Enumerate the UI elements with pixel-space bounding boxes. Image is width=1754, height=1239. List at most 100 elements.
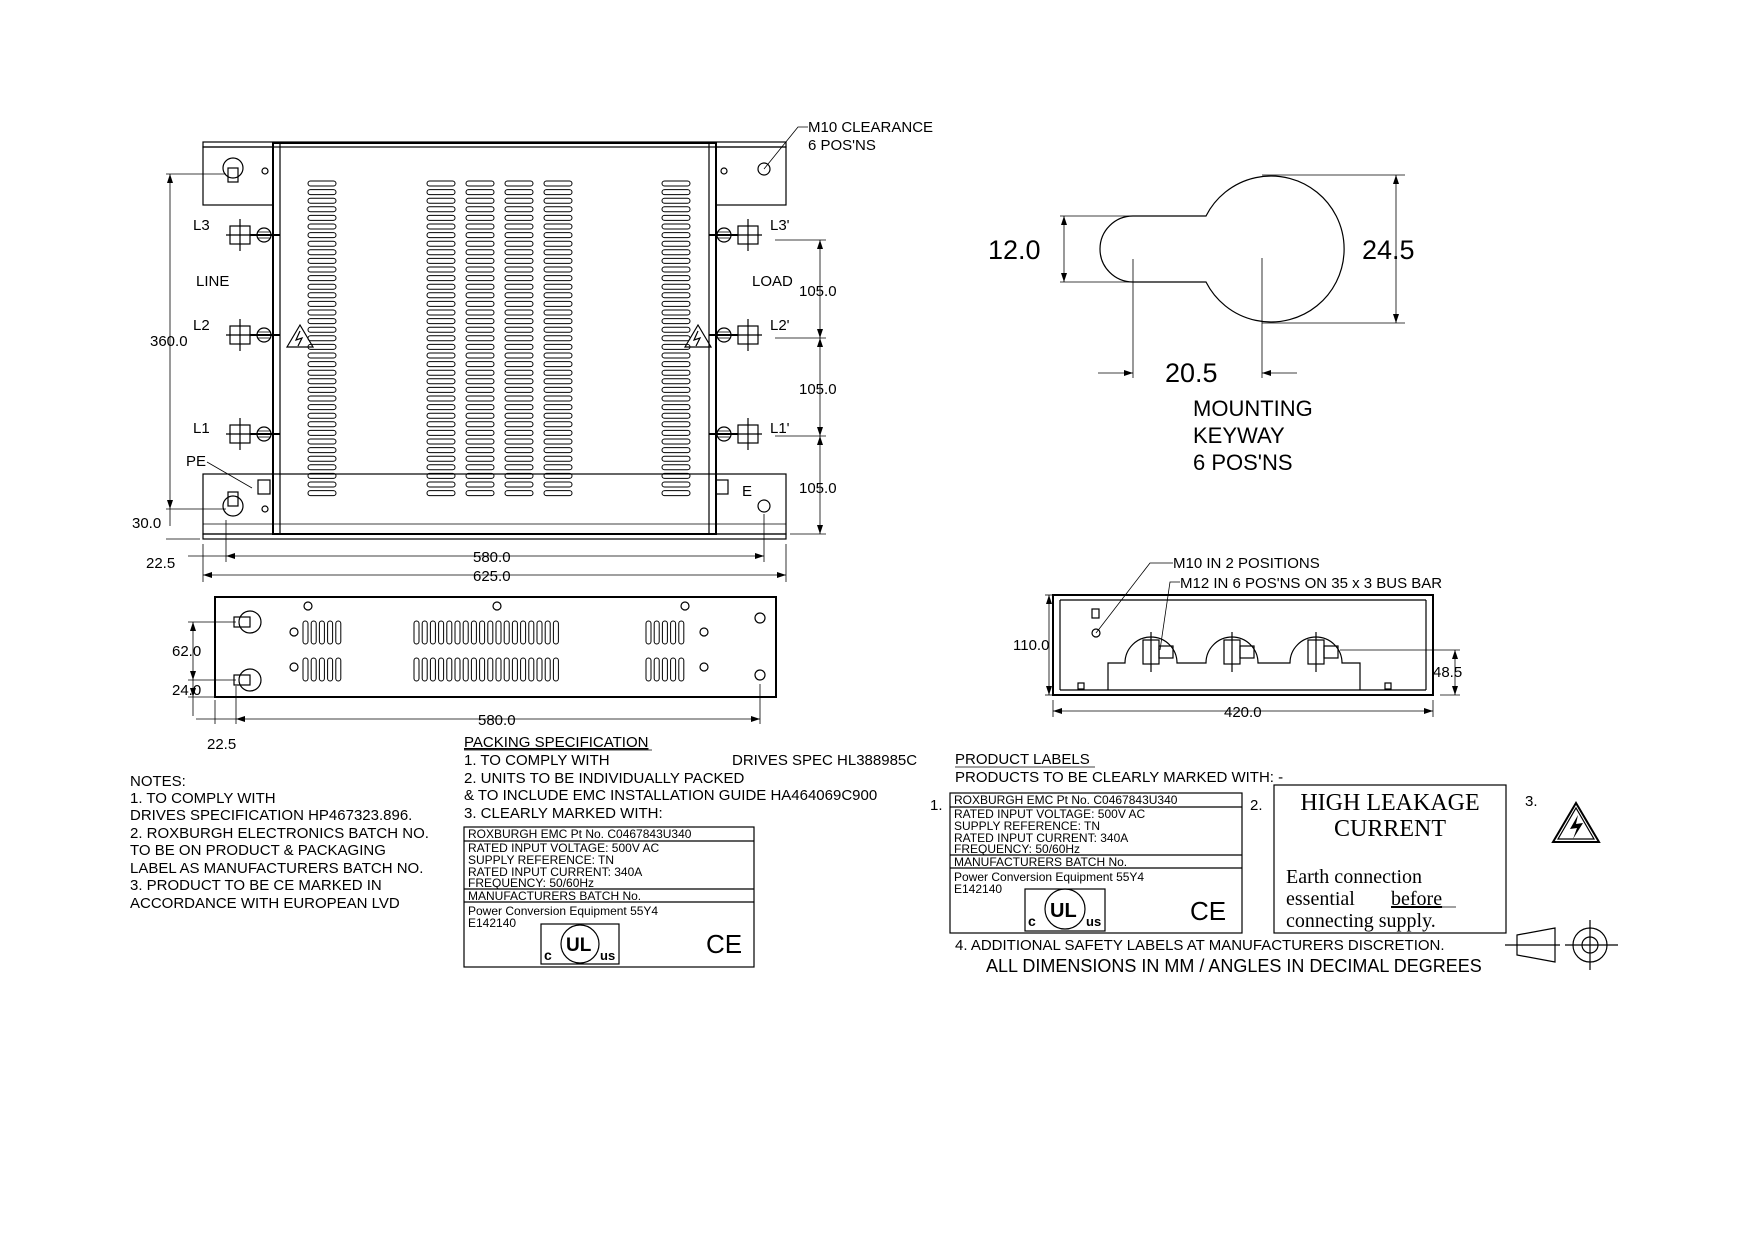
label-current: RATED INPUT CURRENT: 340A xyxy=(468,865,642,879)
vent-slot xyxy=(661,206,691,213)
vent-slot xyxy=(487,620,494,645)
vent-slot xyxy=(307,464,337,471)
vent-slot xyxy=(465,318,495,325)
vent-slot xyxy=(302,620,309,645)
vent-slot xyxy=(543,249,573,256)
vent-slot xyxy=(465,404,495,411)
vent-slot xyxy=(504,249,534,256)
keyway-title-2: KEYWAY xyxy=(1193,423,1285,448)
label-equipment: Power Conversion Equipment 55Y4 xyxy=(954,870,1144,884)
vent-slot xyxy=(661,395,691,402)
vent-slot xyxy=(426,395,456,402)
pe-label: PE xyxy=(186,453,206,470)
vent-slot xyxy=(318,657,325,682)
vent-slot xyxy=(307,206,337,213)
label-file-no: E142140 xyxy=(468,916,516,930)
vent-slot xyxy=(670,620,677,645)
vent-slot xyxy=(504,309,534,316)
dim-bottom-offset: 30.0 xyxy=(132,515,161,532)
vent-slot xyxy=(661,361,691,368)
vent-slot xyxy=(544,657,551,682)
vent-slot xyxy=(307,232,337,239)
screw-hole xyxy=(261,505,269,513)
dim-24: 24.0 xyxy=(172,682,201,699)
vent-slot xyxy=(504,275,534,282)
label-supply: SUPPLY REFERENCE: TN xyxy=(468,853,614,867)
vent-slot xyxy=(678,620,685,645)
label-supply: SUPPLY REFERENCE: TN xyxy=(954,819,1100,833)
label-current: RATED INPUT CURRENT: 340A xyxy=(954,831,1128,845)
vent-slot xyxy=(661,657,668,682)
vent-slot xyxy=(465,266,495,273)
vent-slot xyxy=(543,197,573,204)
vent-slot xyxy=(504,447,534,454)
vent-slot xyxy=(307,283,337,290)
vent-slot xyxy=(307,214,337,221)
vent-slot xyxy=(543,309,573,316)
vent-slot xyxy=(543,464,573,471)
vent-slot xyxy=(465,206,495,213)
notes-line: 1. TO COMPLY WITH xyxy=(130,790,276,807)
vent-slot xyxy=(661,223,691,230)
vent-slot xyxy=(543,343,573,350)
vent-slot xyxy=(504,490,534,497)
notes-line: TO BE ON PRODUCT & PACKAGING xyxy=(130,842,386,859)
vent-slot xyxy=(504,197,534,204)
packing-line-1b: DRIVES SPEC HL388985C xyxy=(732,752,917,769)
vent-slot xyxy=(426,249,456,256)
vent-slot xyxy=(465,447,495,454)
vent-slot xyxy=(307,197,337,204)
vent-slot xyxy=(661,412,691,419)
vent-slot xyxy=(543,206,573,213)
vent-slot xyxy=(661,180,691,187)
vent-slot xyxy=(661,292,691,299)
vent-slot xyxy=(504,214,534,221)
vent-slot xyxy=(307,257,337,264)
vent-slot xyxy=(307,318,337,325)
vent-slot xyxy=(426,447,456,454)
vent-slot xyxy=(426,275,456,282)
vent-slot xyxy=(426,412,456,419)
vent-slot xyxy=(661,189,691,196)
vent-slot xyxy=(307,335,337,342)
vent-slot xyxy=(426,300,456,307)
vent-slot xyxy=(661,490,691,497)
vent-slot xyxy=(470,657,477,682)
label-equipment: Power Conversion Equipment 55Y4 xyxy=(468,904,658,918)
vent-slot xyxy=(465,232,495,239)
vent-slot xyxy=(528,620,535,645)
vent-slot xyxy=(661,386,691,393)
vent-slot xyxy=(678,657,685,682)
vent-slot xyxy=(426,421,456,428)
vent-slot xyxy=(661,283,691,290)
vent-slot xyxy=(552,620,559,645)
vent-slot xyxy=(661,464,691,471)
hazard-triangle-icon xyxy=(285,323,315,348)
vent-slot xyxy=(465,257,495,264)
vent-slot xyxy=(426,326,456,333)
packing-line-4: 3. CLEARLY MARKED WITH: xyxy=(464,805,663,822)
svg-text:UL: UL xyxy=(566,935,592,956)
vent-slot xyxy=(307,326,337,333)
load-label: LOAD xyxy=(752,273,793,290)
vent-slot xyxy=(543,232,573,239)
vent-slot xyxy=(307,369,337,376)
vent-slot xyxy=(543,292,573,299)
label-batch: MANUFACTURERS BATCH No. xyxy=(468,889,641,903)
vent-slot xyxy=(487,657,494,682)
vent-slot xyxy=(543,266,573,273)
keyway-title-1: MOUNTING xyxy=(1193,396,1313,421)
packing-label-box: ROXBURGH EMC Pt No. C0467843U340 RATED I… xyxy=(463,826,755,968)
vent-slot xyxy=(465,309,495,316)
vent-slot xyxy=(426,481,456,488)
side-callout-m10: M10 IN 2 POSITIONS xyxy=(1173,555,1320,572)
vent-slot xyxy=(543,275,573,282)
vent-slot xyxy=(504,464,534,471)
label-part-no: ROXBURGH EMC Pt No. C0467843U340 xyxy=(954,793,1178,807)
vent-slot xyxy=(426,292,456,299)
vent-slot xyxy=(543,386,573,393)
vent-slot xyxy=(504,378,534,385)
label-voltage: RATED INPUT VOLTAGE: 500V AC xyxy=(954,807,1146,821)
vent-slot xyxy=(465,395,495,402)
vent-slot xyxy=(438,620,445,645)
